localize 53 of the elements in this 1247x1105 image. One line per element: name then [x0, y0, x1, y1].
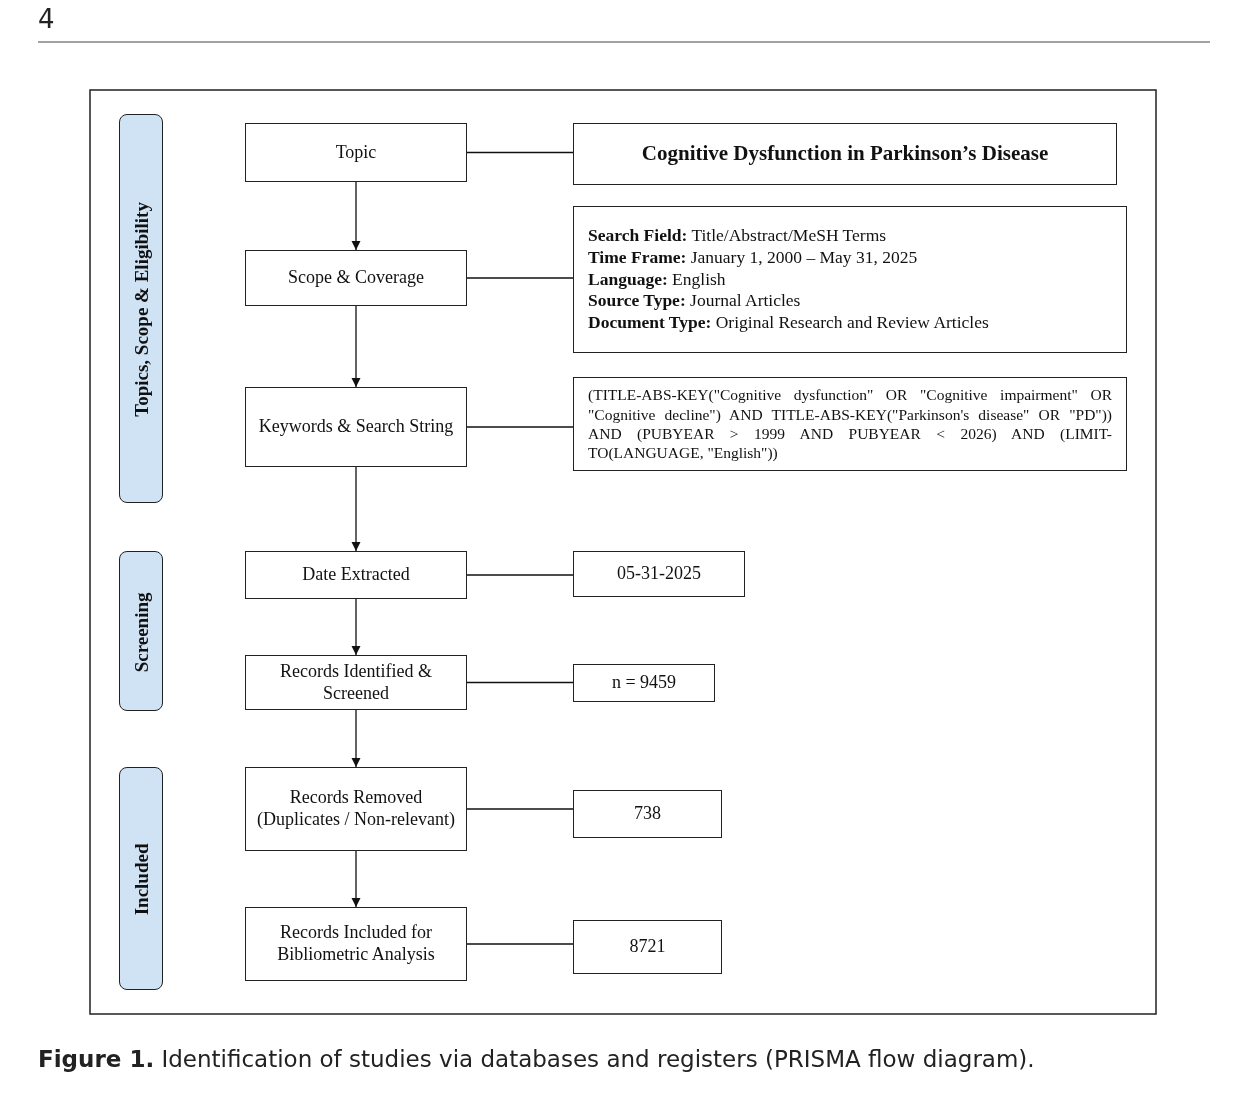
connector-line [466, 426, 574, 428]
stage-band [119, 551, 163, 711]
box-text: 05-31-2025 [617, 563, 701, 585]
box-text: Scope & Coverage [288, 267, 424, 289]
process-box [245, 767, 467, 851]
box-text: Date Extracted [302, 564, 410, 586]
arrow [351, 466, 361, 552]
criteria-box [573, 206, 1127, 353]
connector-line [466, 574, 574, 576]
figure-caption: Figure 1. Identification of studies via databases and registers (PRISMA flow diagram). [38, 1046, 1036, 1072]
arrow [351, 181, 361, 251]
process-box [573, 920, 722, 974]
box-text: Records Included for Bibliometric Analysis [276, 922, 436, 966]
stage-band [119, 114, 163, 503]
topic-title-box [573, 123, 1117, 185]
connector-line [466, 277, 574, 279]
box-text: 8721 [629, 936, 666, 958]
connector-line [466, 151, 574, 154]
arrow [351, 850, 361, 908]
arrow [351, 598, 361, 656]
stage-band [119, 767, 163, 990]
box-text: 738 [634, 803, 661, 825]
process-box [573, 551, 745, 597]
page-number: 4 [38, 4, 55, 34]
box-text: n = 9459 [611, 672, 677, 694]
process-box [245, 123, 467, 182]
process-box [245, 907, 467, 981]
criteria-line: Language: English [588, 268, 726, 291]
process-box [245, 250, 467, 306]
criteria-line: Time Frame: January 1, 2000 – May 31, 2025 [588, 246, 918, 269]
connector-line [466, 943, 574, 945]
process-box [573, 664, 715, 702]
box-text: Topic [335, 141, 377, 164]
connector-line [466, 808, 574, 810]
connector-line [466, 681, 574, 684]
stage-label: Screening [130, 591, 153, 672]
arrow [351, 305, 361, 388]
box-text: Records Identified & Screened [279, 660, 433, 705]
box-text: Keywords & Search String [258, 416, 454, 438]
box-text: Cognitive Dysfunction in Parkinson’s Disease [641, 141, 1049, 167]
process-box [245, 387, 467, 467]
box-text: Records Removed (Duplicates / Non-relevant) [256, 787, 456, 831]
criteria-line: Source Type: Journal Articles [588, 290, 801, 313]
box-text: (TITLE-ABS-KEY("Cognitive dysfunction" OR "Cognitive impairment" OR "Cognitive decline") AND TITLE-ABS-KEY("Parkinson's disease" OR "PD")) AND (PUBYEAR > 1999 AND PUBYEAR < 2026) AND (LIMIT-TO(LANGUAGE, "English")) [588, 385, 1112, 463]
process-box [245, 655, 467, 710]
process-box [245, 551, 467, 599]
search-string-box [573, 377, 1127, 471]
criteria-line: Search Field: Title/Abstract/MeSH Terms [588, 224, 887, 247]
criteria-line: Document Type: Original Research and Review Articles [588, 312, 989, 335]
stage-label: Topics, Scope & Eligibility [130, 202, 153, 417]
arrow [351, 709, 361, 768]
process-box [573, 790, 722, 838]
stage-label: Included [130, 843, 153, 916]
